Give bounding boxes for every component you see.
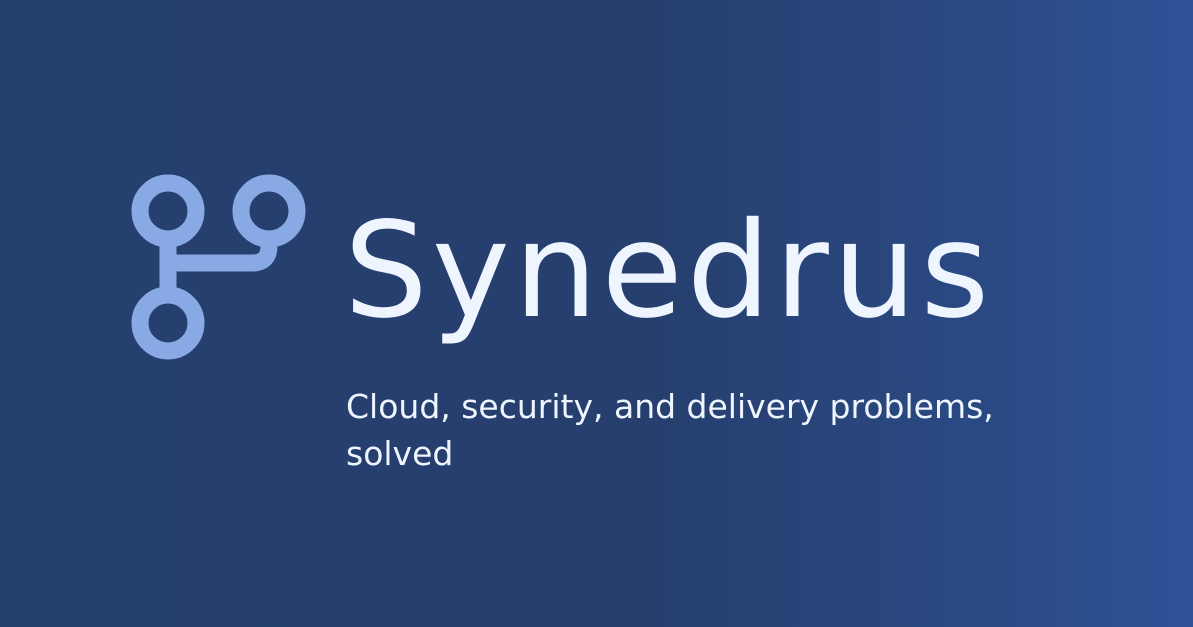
tagline: Cloud, security, and delivery problems, … [346, 387, 994, 473]
git-branch-icon [131, 174, 306, 360]
brand-name: Synedrus [344, 194, 994, 348]
branch-connector [159, 230, 278, 272]
